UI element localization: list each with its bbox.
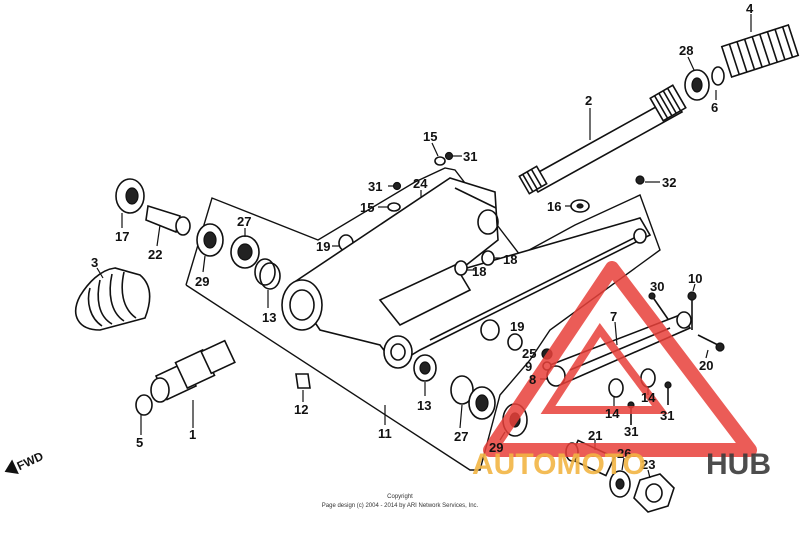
label-part-27a: 27	[237, 214, 251, 229]
label-part-31c: 31	[624, 424, 638, 439]
label-part-32: 32	[662, 175, 676, 190]
part-pin-22	[145, 204, 191, 236]
part-ring-6a	[711, 66, 725, 86]
part-nut-12	[295, 373, 311, 389]
label-part-24: 24	[413, 176, 428, 191]
part-seal-29a	[196, 223, 224, 257]
fwd-arrow-icon	[4, 459, 19, 475]
part-bushing-18a	[454, 260, 468, 276]
label-part-27b: 27	[454, 429, 468, 444]
copyright-line1: Copyright	[387, 494, 413, 500]
part-bolt-32	[635, 175, 645, 185]
part-bearing-27b	[450, 375, 496, 420]
label-part-9: 9	[525, 359, 532, 374]
label-part-15b: 15	[360, 200, 374, 215]
part-bolt-20	[697, 334, 725, 352]
label-part-19a: 19	[316, 239, 330, 254]
part-clip-15b	[387, 202, 401, 212]
label-part-15a: 15	[423, 129, 437, 144]
label-part-14a: 14	[605, 406, 620, 421]
part-bearing-28	[684, 69, 710, 101]
watermark-text-part1: AUTOMOTO	[472, 448, 646, 481]
fwd-label: FWD	[15, 449, 46, 473]
part-clip-14a	[608, 378, 624, 398]
label-part-4: 4	[746, 1, 754, 16]
part-bolt-10	[687, 291, 697, 330]
part-boot-3	[75, 267, 151, 331]
part-bolt-31a	[444, 151, 454, 161]
label-part-22: 22	[148, 247, 162, 262]
part-bushing-18b	[481, 250, 495, 266]
label-part-31d: 31	[660, 408, 674, 423]
label-part-11: 11	[378, 426, 392, 441]
part-drive-shaft	[518, 84, 687, 195]
label-part-20: 20	[699, 358, 713, 373]
part-bearing-27a	[230, 235, 260, 269]
part-bolt-31b	[392, 181, 402, 191]
part-universal-joint-1	[150, 339, 236, 403]
label-part-21: 21	[588, 428, 602, 443]
label-part-13a: 13	[262, 310, 276, 325]
part-bushing-19b	[507, 333, 523, 351]
watermark-text-part2: HUB	[706, 448, 771, 481]
label-part-28: 28	[679, 43, 693, 58]
part-spacer-13b	[413, 354, 437, 382]
part-swing-arm	[281, 177, 652, 369]
label-part-5: 5	[136, 435, 143, 450]
label-part-29a: 29	[195, 274, 209, 289]
label-part-7: 7	[610, 309, 617, 324]
label-part-2: 2	[585, 93, 592, 108]
label-part-13b: 13	[417, 398, 431, 413]
label-part-10: 10	[688, 271, 702, 286]
part-ring-5	[135, 394, 153, 416]
copyright-line2: Page design (c) 2004 - 2014 by ARI Netwo…	[322, 503, 479, 509]
label-part-12: 12	[294, 402, 308, 417]
label-part-3: 3	[91, 255, 98, 270]
part-spring	[720, 23, 800, 79]
label-part-25: 25	[522, 346, 536, 361]
label-part-19b: 19	[510, 319, 524, 334]
label-part-18a: 18	[472, 264, 486, 279]
label-part-29b: 29	[489, 440, 503, 455]
label-part-16: 16	[547, 199, 561, 214]
part-bolt-31d	[664, 381, 672, 405]
part-bolt-30	[648, 292, 671, 323]
label-part-18b: 18	[503, 252, 517, 267]
label-part-17: 17	[115, 229, 129, 244]
forward-direction-indicator: FWD	[4, 449, 46, 475]
swingarm-group-outline	[185, 167, 661, 471]
label-part-14b: 14	[641, 390, 656, 405]
label-part-31a: 31	[463, 149, 477, 164]
label-part-30: 30	[650, 279, 664, 294]
label-part-31b: 31	[368, 179, 382, 194]
label-part-1: 1	[189, 427, 196, 442]
part-spacer-13a	[254, 258, 281, 290]
part-washer-26	[609, 470, 631, 498]
part-clip-15a	[434, 156, 446, 166]
label-part-26: 26	[617, 446, 631, 461]
watermark-logo	[483, 261, 757, 457]
label-part-8: 8	[529, 372, 536, 387]
part-nut-23	[633, 473, 675, 513]
label-part-6a: 6	[711, 100, 718, 115]
label-part-23: 23	[641, 457, 655, 472]
part-cap-17	[115, 178, 145, 214]
